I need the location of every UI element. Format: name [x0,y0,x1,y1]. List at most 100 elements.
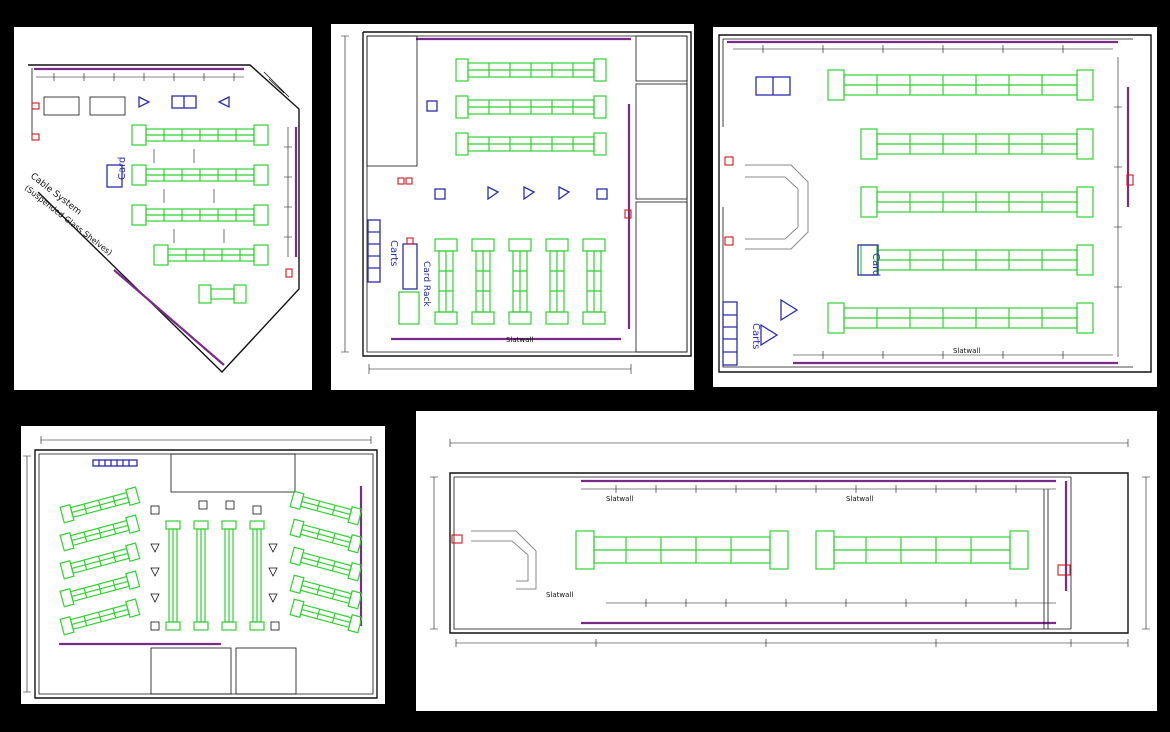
marker-square [285,268,293,278]
card-display [857,244,879,276]
left-dimension-line [430,476,438,630]
triangle-display [523,185,536,201]
card-display [106,164,123,188]
floorplan-panel-5: Slatwall Slatwall Slatwall [416,411,1157,711]
square-display [198,500,208,510]
gondola [827,302,1094,334]
register-bank [92,459,138,467]
gondola-vertical [221,520,237,631]
endcap-fixture [398,291,420,325]
inner-wall [453,476,1071,630]
inner-wall [38,453,374,695]
office [635,35,688,82]
marker-square [1126,174,1134,186]
slatwall-dimensions [581,485,1056,493]
card-rack-label: Card Rack [421,261,431,307]
corner-detail [263,71,290,98]
triangle-display [150,593,160,603]
floorplan-panel-1: Card Cable System (Suspended Glass [14,27,312,390]
marker-square [406,237,414,245]
triangle-display [268,593,278,603]
checkout-counter [471,530,537,590]
square-display [225,500,235,510]
square-display [426,100,438,112]
gondola-vertical [165,520,181,631]
floorplan-2-drawing: Carts Card Rack Slatwall [341,31,692,374]
angled-gondola [289,598,363,634]
gondola-vertical [471,238,495,325]
top-dimension-line [40,436,372,444]
slatwall-dimensions [606,599,1056,607]
right-dimension-line [284,127,292,257]
square-display [270,621,280,631]
storage-room [635,83,688,200]
bottom-dimension-line [793,351,1113,359]
left-dimension-line [341,35,349,353]
angled-gondola [59,598,141,636]
checkout-counter [43,96,80,116]
gondola [860,244,1094,276]
square-display [150,621,160,631]
outer-wall [449,472,1129,634]
floorplan-1-drawing: Card Cable System (Suspended Glass [23,64,300,374]
slatwall-diagonal [113,269,225,366]
top-dimension-line [733,45,1113,53]
angled-gondola [289,574,363,610]
triangle-display [138,95,151,109]
gondola-vertical [508,238,532,325]
cable-system-sublabel: (Suspended Glass Shelves) [23,183,114,257]
gondola [860,186,1094,218]
triangle-display [780,298,799,322]
gondola-vertical [249,520,265,631]
gondola [131,124,269,146]
square-display [252,505,262,515]
checkout-counter [89,96,126,116]
card-rack [402,243,418,290]
bottom-dimension-line [455,639,1129,647]
gondola [815,530,1029,570]
carts-label: Carts [388,240,399,266]
checkout-counter [745,164,809,250]
slatwall-label: Slatwall [606,495,633,503]
floorplan-5-drawing: Slatwall Slatwall Slatwall [430,439,1150,647]
left-dimension-line [23,455,31,693]
card-label: Card [870,253,881,276]
marker-square [397,177,405,185]
triangle-display [487,185,500,201]
outer-wall [28,64,300,374]
gondola [455,95,607,119]
gondola-vertical [193,520,209,631]
floorplan-panel-2: Carts Card Rack Slatwall [331,24,694,390]
gondola [575,530,789,570]
angled-gondola [59,514,141,552]
gondola-vertical [545,238,569,325]
card-label: Card [117,157,128,180]
aisle-dimensions [153,149,225,243]
floorplan-panel-3: Card Carts Slatwall [713,27,1157,387]
floorplan-4-drawing [23,436,378,699]
carts-label: Carts [750,323,761,349]
inner-wall [722,38,1133,368]
bottom-dimension-line [368,364,632,374]
outer-wall [362,31,692,357]
top-dimension-line [36,73,244,81]
backroom [170,453,296,493]
top-dimension-line [449,439,1129,447]
angled-gondola [59,542,141,580]
angled-gondola [289,518,363,554]
slatwall-label: Slatwall [546,591,573,599]
outer-wall [718,34,1152,373]
triangle-display [760,323,779,347]
slatwall-label: Slatwall [506,336,533,344]
gondola [455,132,607,156]
right-dimension-line [1114,57,1122,357]
outer-wall [34,449,378,699]
marker-square [724,156,734,166]
marker-square [1057,564,1071,576]
marker-square [31,133,40,141]
restroom [150,647,232,695]
gondola [827,69,1094,101]
gondola [153,244,269,266]
angled-gondola [59,486,141,524]
office [235,647,297,695]
